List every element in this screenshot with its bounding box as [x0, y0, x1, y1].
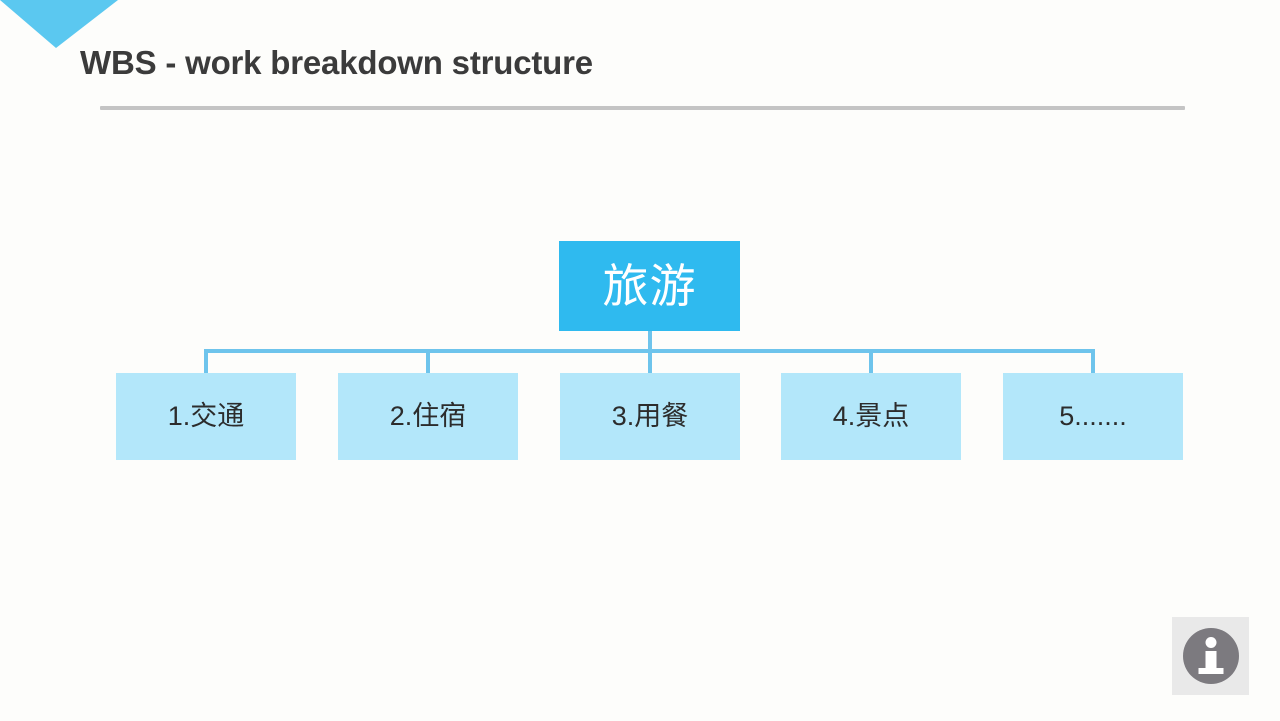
info-icon — [1182, 628, 1239, 684]
connector-child-3-stem — [648, 351, 652, 374]
wbs-node-child-2[interactable]: 2.住宿 — [338, 373, 518, 460]
wbs-node-root[interactable]: 旅游 — [559, 241, 740, 331]
page-title: WBS - work breakdown structure — [80, 44, 593, 81]
connector-child-2-stem — [426, 351, 430, 374]
info-icon-dot — [1205, 637, 1216, 648]
connector-child-1-stem — [204, 351, 208, 374]
wbs-node-child-1[interactable]: 1.交通 — [116, 373, 296, 460]
wbs-node-child-4[interactable]: 4.景点 — [781, 373, 961, 460]
wbs-node-child-3[interactable]: 3.用餐 — [560, 373, 740, 460]
connector-root-stem — [648, 331, 652, 351]
info-badge[interactable] — [1172, 617, 1249, 695]
connector-child-5-stem — [1091, 351, 1095, 374]
info-icon-stem — [1205, 651, 1216, 674]
connector-child-4-stem — [869, 351, 873, 374]
title-divider — [100, 106, 1185, 110]
wbs-node-child-5[interactable]: 5....... — [1003, 373, 1183, 460]
chevron-down-icon — [0, 0, 118, 48]
info-icon-base — [1198, 668, 1223, 674]
